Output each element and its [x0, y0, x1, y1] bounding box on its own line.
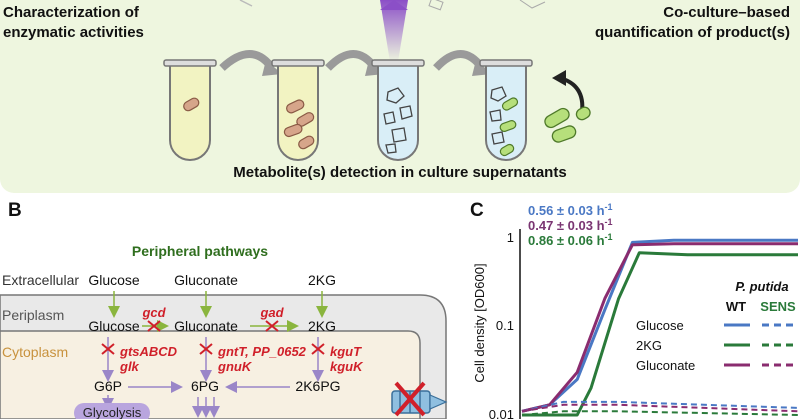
growth-rate-2kg: 0.86 ± 0.06 h-1 [528, 232, 613, 248]
knockout-cross-icon [101, 343, 115, 355]
glycolysis-label: Glycolysis [83, 405, 142, 419]
caption-coculture: Co-culture–based quantification of produ… [595, 3, 790, 43]
chart-legend: P. putida WT SENS Glucose 2KG Gluconate [636, 279, 796, 373]
y-tick-label: 1 [507, 230, 514, 245]
caption-coculture-line1: Co-culture–based [663, 4, 790, 21]
growth-rate-exponent: -1 [605, 217, 613, 227]
pathways-title: Peripheral pathways [132, 243, 268, 259]
series-line-gluconate-wt [521, 242, 798, 413]
legend-title: P. putida [735, 279, 788, 294]
enzyme-gad: gad [259, 305, 284, 320]
metabolite-6pg: 6PG [191, 378, 219, 394]
legend-col-wt: WT [726, 299, 746, 314]
enzyme-gcd: gcd [141, 305, 166, 320]
light-arrow-icon [380, 0, 408, 10]
enzyme-gnuk: gnuK [217, 359, 253, 374]
glycolysis-badge [74, 403, 150, 419]
legend-label-glucose: Glucose [636, 318, 684, 333]
pathway-diagram: Peripheral pathways Extracellular Peripl… [0, 243, 448, 419]
legend-swatches [724, 323, 794, 367]
crystal-outline-icon [428, 0, 444, 11]
metabolite-gluconate-ext: Gluconate [174, 272, 238, 288]
metabolite-glucose-ext: Glucose [88, 272, 140, 288]
caption-coculture-line2: quantification of product(s) [595, 24, 790, 41]
growth-rate-glucose: 0.56 ± 0.03 h-1 [528, 202, 613, 218]
legend-col-sens: SENS [760, 299, 796, 314]
panel-a: Characterization of enzymatic activities… [0, 0, 800, 193]
panel-b-letter: B [8, 200, 22, 221]
growth-rate-gluconate: 0.47 ± 0.03 h-1 [528, 217, 613, 233]
growth-chart: 0.56 ± 0.03 h-1 0.47 ± 0.03 h-1 0.86 ± 0… [472, 202, 799, 419]
series-line-2kg-wt [522, 251, 798, 417]
knockout-cross-icon [147, 320, 161, 332]
enzyme-kgut: kguT [330, 344, 362, 359]
decor-line [239, 0, 253, 7]
enzyme-glk: glk [119, 359, 140, 374]
growth-rate-exponent: -1 [605, 232, 613, 242]
series-line-gluconate-sens [521, 403, 799, 413]
test-tube-2 [271, 59, 325, 161]
growth-rate-value: 0.47 ± 0.03 h [528, 218, 605, 233]
metabolite-2kg-peri: 2KG [308, 318, 336, 334]
caption-enzymatic-line2: enzymatic activities [3, 24, 144, 41]
caption-metabolite-detection: Metabolite(s) detection in culture super… [233, 164, 567, 181]
knockout-cross-icon [199, 343, 213, 355]
test-tube-3 [371, 59, 425, 161]
sensor-cells [544, 106, 591, 143]
legend-label-2kg: 2KG [636, 338, 662, 353]
light-beam [380, 0, 408, 62]
caption-enzymatic-line1: Characterization of [3, 4, 139, 21]
growth-rate-value: 0.86 ± 0.06 h [528, 233, 605, 248]
series-line-2kg-sens [521, 410, 799, 416]
legend-label-gluconate: Gluconate [636, 358, 695, 373]
label-cytoplasm: Cytoplasm [2, 344, 68, 360]
enzyme-gtsabcd: gtsABCD [119, 344, 178, 359]
knockout-cross-icon [311, 343, 325, 355]
chart-series [521, 238, 799, 417]
y-tick-label: 0.01 [489, 407, 514, 419]
enzyme-kguk: kguK [330, 359, 364, 374]
knockout-cross-icon [265, 320, 279, 332]
label-periplasm: Periplasm [2, 307, 64, 323]
metabolite-2kg-ext: 2KG [308, 272, 336, 288]
metabolite-glucose-peri: Glucose [88, 318, 140, 334]
growth-rate-value: 0.56 ± 0.03 h [528, 203, 605, 218]
y-axis-label: Cell density [OD600] [472, 263, 487, 382]
curved-arrow-icon [219, 50, 276, 72]
metabolite-g6p: G6P [94, 378, 122, 394]
workflow-illustration [163, 0, 591, 161]
series-line-glucose-sens [521, 400, 799, 413]
growth-rate-exponent: -1 [605, 202, 613, 212]
blocked-transporter-icon [391, 381, 448, 417]
caption-enzymatic: Characterization of enzymatic activities [3, 3, 144, 43]
metabolite-gluconate-peri: Gluconate [174, 318, 238, 334]
y-tick-label: 0.1 [496, 318, 514, 333]
enzyme-gntt: gntT, PP_0652 [217, 344, 307, 359]
test-tube-4 [479, 59, 533, 161]
metabolite-2k6pg: 2K6PG [295, 378, 340, 394]
test-tube-1 [163, 59, 217, 161]
label-extracellular: Extracellular [2, 272, 79, 288]
star-outline-icon [519, 0, 546, 9]
panel-c-letter: C [470, 200, 484, 221]
cycle-arrow-head-icon [552, 70, 566, 86]
